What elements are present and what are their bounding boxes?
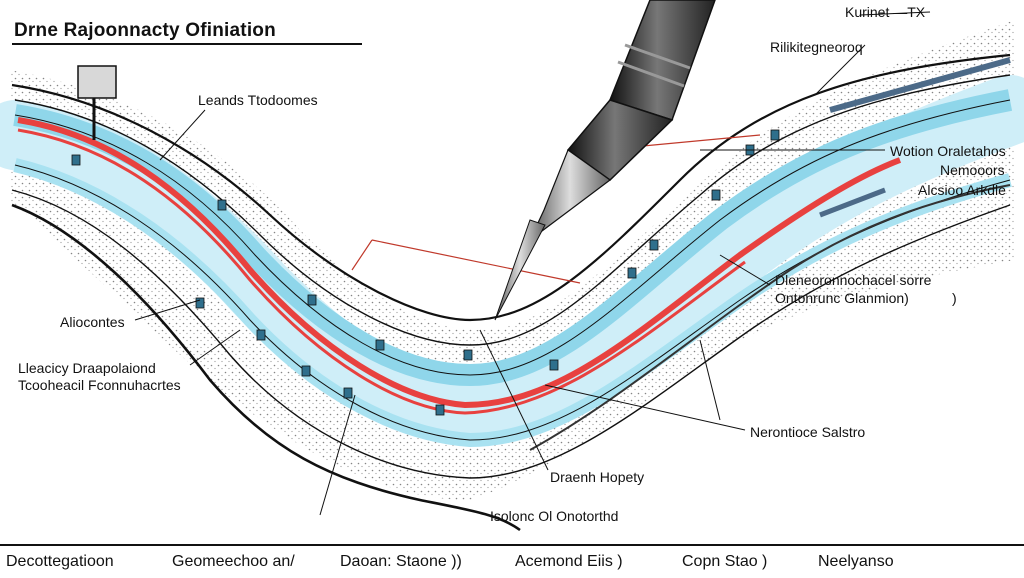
node [217, 199, 227, 211]
node [770, 129, 780, 141]
label-draenh: Draenh Hopety [550, 469, 645, 485]
label-top-right-2: Rilikitegneoroq [770, 39, 863, 55]
label-wotion-2: Nemooors [940, 162, 1005, 178]
probe-pen [494, 0, 716, 321]
node [711, 189, 721, 201]
pen-body [609, 0, 716, 121]
footer-item-1: Decottegatioon [6, 553, 114, 570]
label-lleacicy-2: Tcooheacil Fconnuhacrtes [18, 377, 181, 393]
label-wotion-1: Wotion Oraletahos [890, 143, 1006, 159]
upper-tube-right [829, 57, 1011, 113]
blue-band-edge [14, 99, 1011, 376]
stipple-region [10, 20, 1015, 500]
label-neron: Nerontioce Salstro [750, 424, 866, 440]
node [307, 294, 317, 306]
footer-item-6: Neelyanso [818, 553, 894, 570]
mid-tube-right [819, 187, 886, 218]
footer-item-2: Geomeechoo an/ [172, 553, 295, 570]
red-band-2 [17, 128, 746, 415]
node [375, 339, 385, 351]
footer-item-4: Acemond Eiis ) [515, 553, 623, 570]
label-dlene-3: ) [952, 290, 957, 306]
lower-inner-curve [11, 189, 1011, 479]
footer-item-5: Copn Stao ) [682, 553, 768, 570]
pen-needle [494, 219, 546, 321]
node [627, 267, 637, 279]
red-band [17, 117, 902, 409]
footer-item-3: Daoan: Staone )) [340, 553, 462, 570]
node [195, 297, 205, 309]
node [649, 239, 659, 251]
label-lleacicy-1: Lleacicy Draapolaiond [18, 360, 156, 376]
node [71, 154, 81, 166]
label-dlene-1: Dleneoronnochacel sorre [775, 272, 932, 288]
node [343, 387, 353, 399]
label-alcsioo: Alcsioo Arkdle [918, 182, 1006, 198]
glow-band [0, 75, 1024, 446]
upper-inner-curve [14, 74, 1011, 346]
lower-outer-curve [11, 203, 521, 532]
diagram-title: Drne Rajoonnacty Ofiniation [14, 20, 276, 41]
label-dlene-2: Ontonrunc Glanmion) [775, 290, 909, 306]
upper-outer-curve [11, 53, 1011, 322]
node [256, 329, 266, 341]
label-aliocontes: Aliocontes [60, 314, 125, 330]
node [435, 404, 445, 416]
node [549, 359, 559, 371]
connector-box [77, 65, 117, 99]
label-top-right-1: Kurinet —TX [845, 4, 926, 20]
right-lower-outer-curve [529, 184, 1011, 451]
leader-lines [134, 11, 931, 516]
footer-bar: Decottegatioon Geomeechoo an/ Daoan: Sta… [0, 544, 1024, 578]
label-isolonc: Isolonc Ol Onotorthd [490, 508, 619, 524]
title-underline [12, 43, 362, 45]
label-leads: Leands Ttodoomes [198, 92, 318, 108]
nodes [71, 129, 780, 416]
node [463, 349, 473, 361]
node [301, 365, 311, 377]
